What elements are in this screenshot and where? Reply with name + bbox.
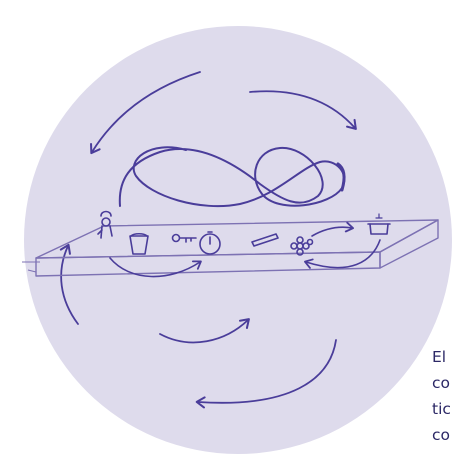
caption: El co tic co xyxy=(432,344,454,448)
caption-line-4: co xyxy=(432,422,454,448)
caption-line-1: El xyxy=(432,344,454,370)
background-circle xyxy=(24,26,452,454)
caption-line-3: tic xyxy=(432,396,454,422)
caption-line-2: co xyxy=(432,370,454,396)
